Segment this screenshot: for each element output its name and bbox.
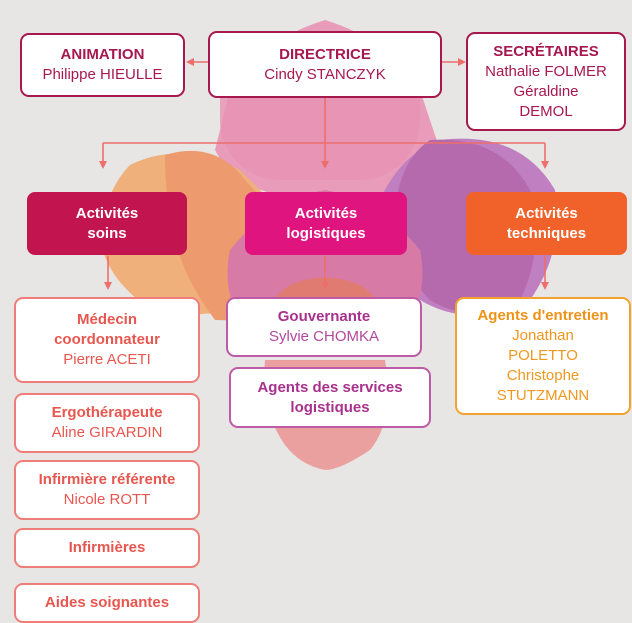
ergo-name: Aline GIRARDIN bbox=[51, 424, 163, 441]
animation-box: ANIMATION Philippe HIEULLE bbox=[20, 33, 185, 97]
agents-entretien-name-4: STUTZMANN bbox=[496, 387, 590, 404]
medecin-name: Pierre ACETI bbox=[63, 351, 151, 368]
agents-logistiques-title-2: logistiques bbox=[290, 398, 370, 416]
category-technique: Activités techniques bbox=[466, 192, 627, 255]
gouvernante-title: Gouvernante bbox=[277, 308, 371, 325]
agents-logistiques-box: Agents des services logistiques bbox=[229, 367, 431, 428]
medecin-box: Médecin coordonnateur Pierre ACETI bbox=[14, 297, 200, 383]
gouvernante-name: Sylvie CHOMKA bbox=[268, 328, 380, 345]
agents-logistiques-title-1: Agents des services bbox=[257, 378, 403, 396]
secretaires-name-2: Géraldine bbox=[513, 82, 579, 100]
secretaires-box: SECRÉTAIRES Nathalie FOLMER Géraldine DE… bbox=[466, 32, 626, 131]
category-soins: Activités soins bbox=[27, 192, 187, 255]
infirmieres-title: Infirmières bbox=[68, 539, 146, 556]
aides-soignantes-title: Aides soignantes bbox=[44, 594, 170, 611]
secretaires-title: SECRÉTAIRES bbox=[493, 42, 599, 60]
infirmieres-box: Infirmières bbox=[14, 528, 200, 568]
medecin-title-1: Médecin bbox=[76, 311, 137, 328]
directrice-box: DIRECTRICE Cindy STANCZYK bbox=[208, 31, 442, 98]
aides-soignantes-box: Aides soignantes bbox=[14, 583, 200, 623]
ergo-box: Ergothérapeute Aline GIRARDIN bbox=[14, 393, 200, 453]
gouvernante-box: Gouvernante Sylvie CHOMKA bbox=[226, 297, 422, 357]
agents-entretien-name-2: POLETTO bbox=[508, 347, 578, 364]
category-soins-line-2: soins bbox=[87, 224, 127, 242]
agents-entretien-name-1: Jonathan bbox=[512, 327, 574, 344]
agents-entretien-box: Agents d'entretien Jonathan POLETTO Chri… bbox=[455, 297, 631, 415]
connectors bbox=[99, 58, 549, 290]
category-logistique-line-2: logistiques bbox=[286, 224, 366, 242]
animation-name: Philippe HIEULLE bbox=[42, 66, 163, 83]
animation-title: ANIMATION bbox=[60, 46, 145, 63]
agents-entretien-title: Agents d'entretien bbox=[477, 307, 609, 324]
category-technique-line-2: techniques bbox=[506, 224, 587, 242]
medecin-title-2: coordonnateur bbox=[54, 331, 160, 348]
secretaires-name-1: Nathalie FOLMER bbox=[485, 62, 607, 80]
category-technique-line-1: Activités bbox=[515, 204, 578, 222]
agents-entretien-name-3: Christophe bbox=[506, 367, 580, 384]
infirmiere-referente-title: Infirmière référente bbox=[38, 471, 176, 488]
directrice-title: DIRECTRICE bbox=[279, 45, 371, 63]
directrice-name: Cindy STANCZYK bbox=[264, 65, 386, 83]
category-soins-line-1: Activités bbox=[75, 204, 139, 222]
category-logistique-line-1: Activités bbox=[294, 204, 358, 222]
secretaires-name-3: DEMOL bbox=[519, 102, 573, 120]
infirmiere-referente-box: Infirmière référente Nicole ROTT bbox=[14, 460, 200, 520]
ergo-title: Ergothérapeute bbox=[51, 404, 163, 421]
category-logistique: Activités logistiques bbox=[245, 192, 407, 255]
infirmiere-referente-name: Nicole ROTT bbox=[63, 491, 151, 508]
